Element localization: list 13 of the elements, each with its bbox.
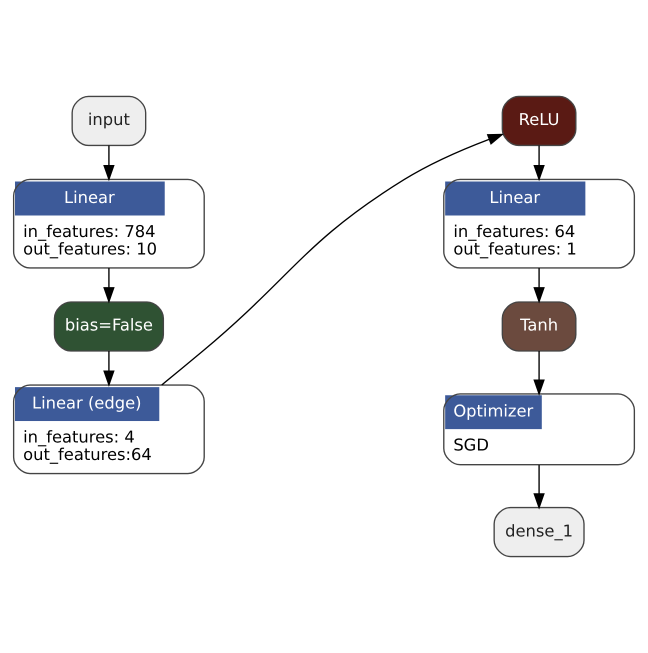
node-box: Tanh — [502, 301, 577, 352]
arrow — [103, 146, 115, 182]
arrow — [533, 465, 545, 510]
node-box: bias=False — [54, 301, 164, 352]
arrow — [533, 146, 545, 182]
arrow — [533, 268, 545, 304]
arrow — [161, 134, 504, 386]
node-box: input — [71, 96, 146, 146]
arrow — [103, 351, 115, 387]
arrow — [103, 268, 115, 304]
node-box: ReLU — [502, 96, 577, 146]
node-box: dense_1 — [493, 506, 585, 558]
arrow — [533, 351, 545, 396]
